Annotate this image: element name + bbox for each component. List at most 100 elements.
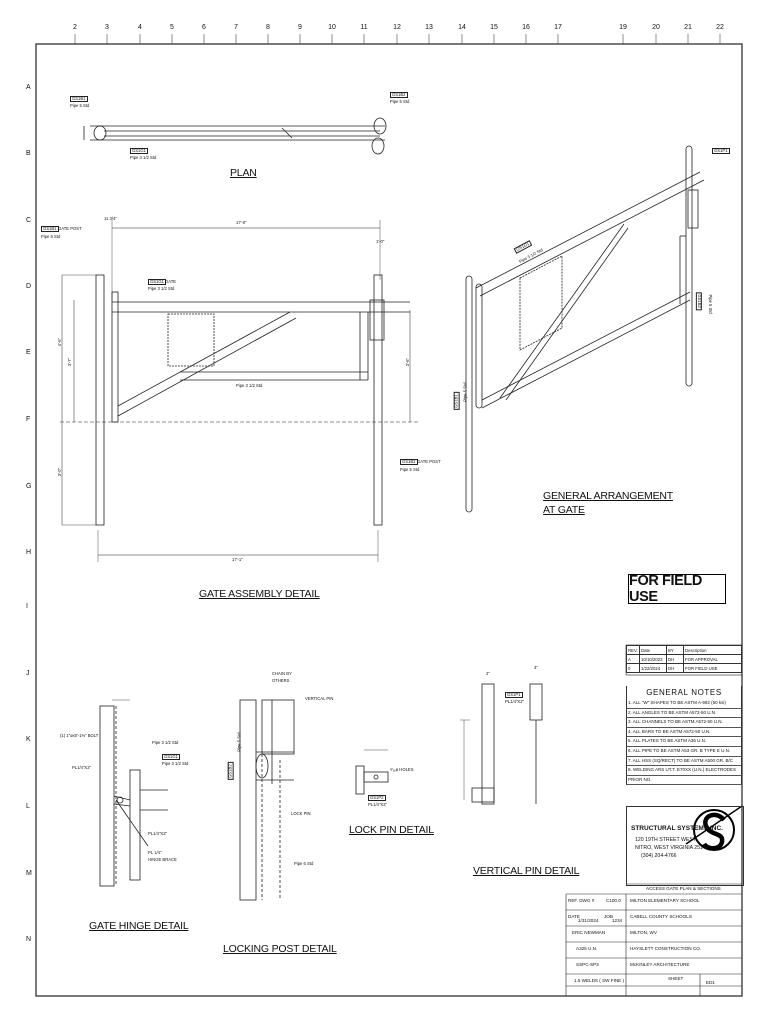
revision-table: REV. Date BY Description A 10/10/2023 DH…: [626, 645, 742, 673]
assembly-dim-right: 3'-6": [405, 357, 411, 367]
revision-cell: DH: [666, 654, 684, 664]
revision-header-cell: Description: [683, 645, 742, 655]
tb-sheet: ED1: [706, 980, 715, 985]
assembly-rail-pipe: Pipe 3 1/2 Std: [236, 383, 263, 388]
tb-material: A325 U.N.: [576, 946, 598, 951]
general-note: PRIOR NO.: [626, 775, 742, 786]
revision-cell: DH: [666, 663, 684, 673]
grid-col: 17: [554, 24, 562, 31]
plan-tag-left: GS1B1: [70, 96, 88, 103]
grid-col: 2: [73, 24, 77, 31]
tb-date-label: DATE: [568, 914, 580, 919]
firm-name: STRUCTURAL SYSTEMS INC.: [631, 825, 723, 832]
plan-pipe-mid: Pipe 3 1/2 Std: [130, 155, 157, 160]
grid-col: 5: [170, 24, 174, 31]
general-note: 6. ALL PIPE TO BE ASTM A53 GR. B TYPE E …: [626, 746, 742, 757]
assembly-gate-post-pipe: Pipe 5 Std: [41, 234, 61, 239]
view-title-locking-post: LOCKING POST DETAIL: [223, 943, 337, 955]
grid-col: 7: [234, 24, 238, 31]
sheet-border: [35, 43, 743, 997]
view-title-gate-assembly: GATE ASSEMBLY DETAIL: [199, 588, 320, 600]
for-field-use-stamp: FOR FIELD USE: [628, 573, 726, 605]
tb-ref-dwg: C100.0: [606, 898, 621, 903]
tb-contractor: HAYSLETT CONSTRUCTION CO.: [630, 946, 702, 951]
plan-pipe-right: Pipe 5 Std: [390, 99, 410, 104]
locking-vpin: VERTICAL PIN: [305, 696, 334, 701]
firm-address-2: NITRO, WEST VIRGINIA 25143: [635, 845, 709, 851]
tb-job: 1234: [612, 918, 623, 923]
grid-col: 10: [328, 24, 336, 31]
ga-post-tag-r: GS1B2: [695, 292, 702, 310]
grid-row: L: [26, 803, 30, 810]
general-note: 4. ALL BARS TO BE ASTM A572-50 U.N.: [626, 727, 742, 738]
lock-pin-view: [355, 749, 389, 795]
view-title-ga-1: GENERAL ARRANGEMENT: [543, 490, 674, 502]
revision-header-cell: REV.: [626, 645, 640, 655]
locking-tag: GS1B2: [227, 762, 234, 780]
grid-ticks: [74, 34, 721, 44]
grid-row: G: [26, 483, 32, 490]
general-note: 5. ALL PLATES TO BE ASTM A36 U.N.: [626, 737, 742, 747]
locking-pipe: Pipe 6 Std: [294, 861, 314, 866]
grid-row: K: [26, 736, 31, 743]
assembly-tag-gate: GS1G1: [148, 279, 166, 286]
grid-row: N: [26, 936, 32, 943]
grid-col: 12: [393, 24, 401, 31]
grid-row: C: [26, 217, 32, 224]
grid-col: 22: [716, 24, 724, 31]
grid-col: 13: [425, 24, 433, 31]
general-notes-title: GENERAL NOTES: [626, 686, 742, 699]
lockpin-tag: GS1P2: [368, 795, 386, 802]
assembly-gate-post: GATE POST: [58, 226, 82, 231]
assembly-dim-11: 11 3/4": [104, 216, 117, 221]
tb-date: 1/31/2024: [578, 918, 599, 923]
locking-lockpin: LOCK PIN: [291, 811, 311, 816]
tb-project: MILTON ELEMENTARY SCHOOL: [630, 898, 700, 903]
general-note: 1. ALL "W" SHAPES TO BE ASTM A-992 (50 k…: [626, 699, 742, 709]
assembly-gate-post2: GATE POST: [417, 459, 441, 464]
assembly-dim-3ft: 3'-7": [67, 357, 73, 367]
assembly-dim-offset: 1'-0": [376, 239, 385, 244]
locking-chain: CHAIN BY: [272, 671, 292, 676]
plan-tag-mid: GS1G1: [130, 148, 148, 155]
lockpin-pl: PL1/4"X2": [368, 802, 388, 807]
grid-row: E: [26, 349, 31, 356]
tb-ref-dwg-label: REF. DWG #: [568, 898, 595, 903]
grid-col: 19: [619, 24, 627, 31]
vertical-pin-view: [460, 683, 543, 805]
firm-logo-icon: [685, 805, 743, 851]
tb-architect: McKINLEY ARCHITECTURE: [630, 962, 690, 967]
assembly-dim-below: 3'-0": [57, 467, 63, 477]
assembly-dim-top: 17'-0": [236, 220, 247, 225]
gate-hinge-view: [99, 699, 168, 887]
view-title-vertical-pin: VERTICAL PIN DETAIL: [473, 865, 580, 877]
tb-sheet-label: SHEET: [668, 976, 684, 981]
assembly-gate-post2-pipe: Pipe 5 Std: [400, 467, 420, 472]
grid-col: 14: [458, 24, 466, 31]
revision-cell: 0: [626, 663, 640, 673]
locking-post-view: [239, 699, 295, 901]
assembly-dim-height: 4'-6": [57, 337, 63, 347]
assembly-dim-bottom: 17'-1": [232, 557, 243, 562]
grid-col: 21: [684, 24, 692, 31]
grid-col: 11: [360, 24, 368, 31]
grid-row: B: [26, 150, 31, 157]
vpin-pl: PL1/4"X2": [505, 699, 525, 704]
view-title-plan: PLAN: [230, 167, 257, 179]
tb-location: MILTON, WV: [630, 930, 657, 935]
revision-row: A 10/10/2023 DH FOR APPROVAL: [626, 654, 742, 664]
assembly-tag-gate-post2: GS1B2: [400, 459, 418, 466]
revision-cell: FOR APPROVAL: [683, 654, 742, 664]
ga-post-tag-l: GS1B1: [453, 392, 460, 410]
tb-owner: CABELL COUNTY SCHOOLS: [630, 914, 692, 919]
vpin-dim2: 2": [486, 671, 490, 676]
gate-assembly-view: [60, 220, 420, 562]
hinge-pipe: Pipe 3 1/2 Std: [152, 740, 179, 745]
grid-col: 16: [522, 24, 530, 31]
grid-col: 20: [652, 24, 660, 31]
locking-others: OTHERS: [272, 678, 290, 683]
tb-sheet-title: ACCESS GATE PLAN & SECTIONS: [646, 886, 721, 891]
hinge-pl2: PL1/4"X2": [148, 831, 168, 836]
grid-row: J: [26, 670, 30, 677]
